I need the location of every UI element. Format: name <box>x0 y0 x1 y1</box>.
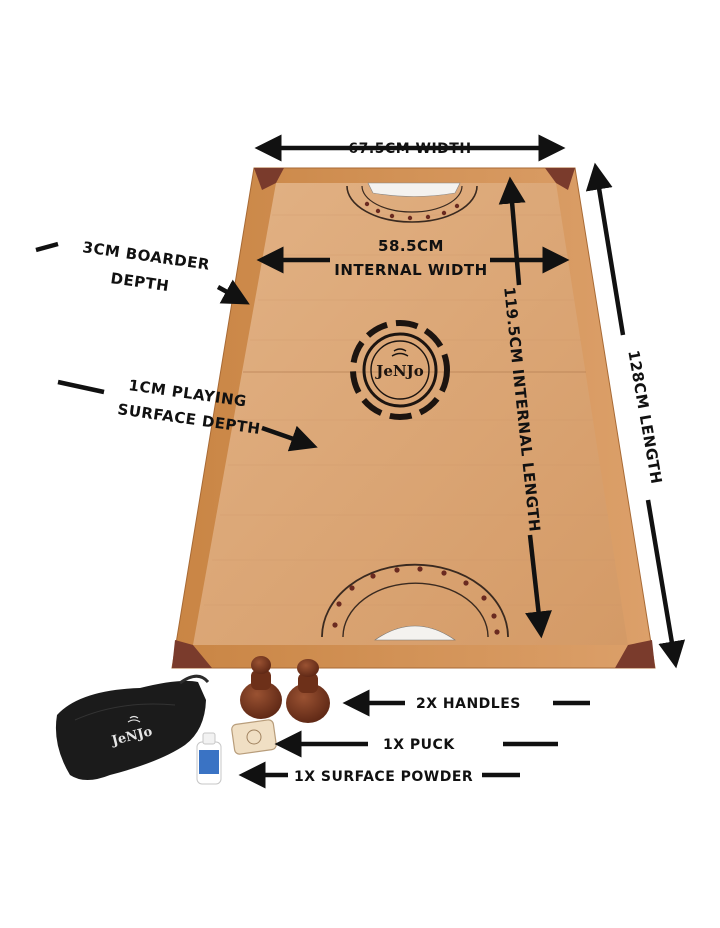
carry-bag: JeNJo <box>55 674 210 780</box>
center-logo-text: JeNJo <box>374 362 423 380</box>
width-label: 67.5CM WIDTH <box>348 141 471 157</box>
border-depth-arrow <box>216 279 250 305</box>
length-arrow-bottom <box>645 499 686 669</box>
puck <box>231 719 277 755</box>
puck-label: 1X PUCK <box>383 737 455 753</box>
surface-depth-dash <box>57 379 105 395</box>
internal-length-arrow-bottom <box>525 534 552 639</box>
border-depth-label-2: DEPTH <box>109 269 170 295</box>
top-goal <box>346 182 478 223</box>
internal-length-arrow-top <box>498 176 526 286</box>
game-board: JeNJo <box>171 167 656 669</box>
surface-powder-bottle <box>196 732 222 785</box>
surface-depth-arrow <box>261 425 318 452</box>
handle-right <box>286 659 330 723</box>
length-arrow-top <box>585 162 626 336</box>
handles-label: 2X HANDLES <box>416 696 521 712</box>
dimension-arrows <box>35 134 686 789</box>
center-logo: JeNJo <box>350 320 450 420</box>
powder-label: 1X SURFACE POWDER <box>294 769 473 785</box>
corner-block-tr <box>545 168 575 190</box>
corner-block-br <box>615 640 655 668</box>
border-depth-label-1: 3CM BOARDER <box>81 238 211 274</box>
handle-left <box>240 656 282 719</box>
internal-width-label-1: 58.5CM <box>378 237 444 255</box>
border-depth-dash <box>35 241 59 253</box>
length-label: 128CM LENGTH <box>624 349 665 486</box>
corner-block-bl <box>172 640 212 668</box>
bottom-goal <box>321 563 509 641</box>
internal-width-label-2: INTERNAL WIDTH <box>334 261 487 279</box>
corner-block-tl <box>254 168 284 190</box>
